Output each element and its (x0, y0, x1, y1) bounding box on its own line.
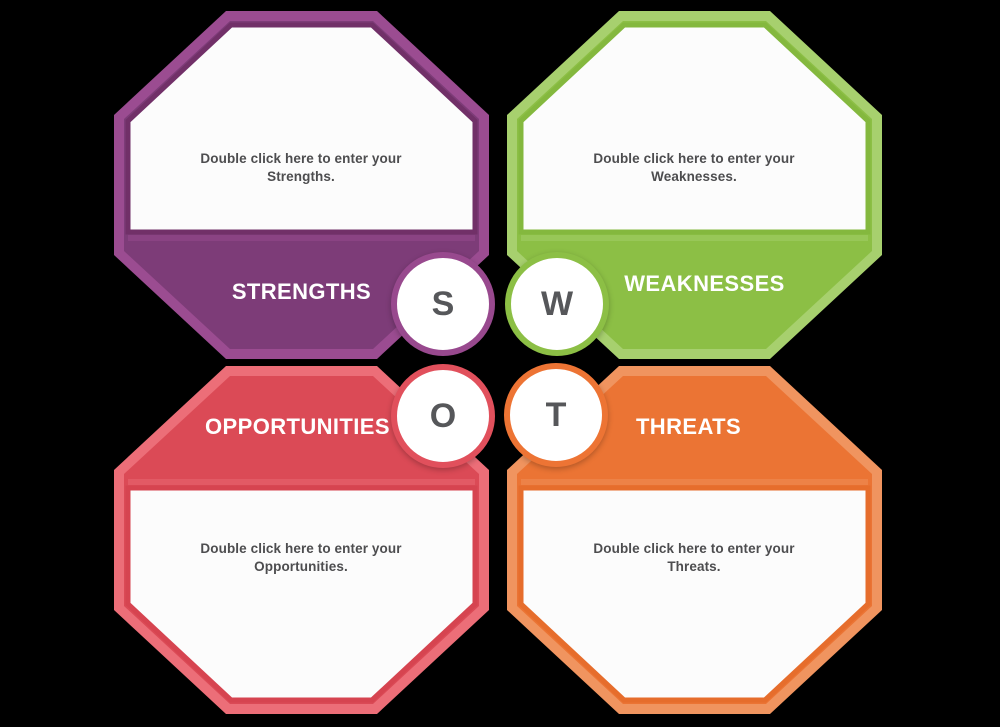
weaknesses-placeholder-text[interactable]: Double click here to enter your Weakness… (593, 151, 795, 184)
opportunities-octagon (114, 366, 489, 714)
threats-octagon (507, 366, 882, 714)
strengths-quadrant[interactable]: Double click here to enter your Strength… (114, 11, 489, 359)
threats-letter-badge: T (504, 363, 608, 467)
opportunities-quadrant[interactable]: Double click here to enter your Opportun… (114, 366, 489, 714)
threats-text-panel[interactable] (518, 485, 871, 703)
weaknesses-quadrant[interactable]: Double click here to enter your Weakness… (507, 11, 882, 359)
opportunities-text-panel[interactable] (125, 485, 478, 703)
opportunities-label: OPPORTUNITIES (205, 414, 390, 439)
opportunities-letter: O (429, 396, 457, 435)
strengths-placeholder-text[interactable]: Double click here to enter your Strength… (200, 151, 402, 184)
weaknesses-label: WEAKNESSES (624, 271, 785, 296)
weaknesses-letter-badge: W (505, 252, 609, 356)
opportunities-band-bevel (128, 479, 475, 485)
threats-letter: T (545, 395, 567, 434)
opportunities-placeholder-text[interactable]: Double click here to enter your Opportun… (200, 541, 402, 574)
weaknesses-octagon (507, 11, 882, 359)
threats-placeholder-text[interactable]: Double click here to enter your Threats. (593, 541, 795, 574)
strengths-letter: S (431, 284, 455, 323)
strengths-band-bevel (128, 235, 475, 241)
weaknesses-band-bevel (521, 235, 868, 241)
strengths-text-panel[interactable] (125, 22, 478, 235)
threats-band-bevel (521, 479, 868, 485)
opportunities-letter-badge: O (391, 364, 495, 468)
threats-label: THREATS (635, 414, 742, 439)
strengths-letter-badge: S (391, 252, 495, 356)
threats-quadrant[interactable]: Double click here to enter your Threats.… (507, 366, 882, 714)
strengths-label: STRENGTHS (231, 279, 372, 304)
weaknesses-letter: W (540, 284, 574, 323)
weaknesses-text-panel[interactable] (518, 22, 871, 235)
strengths-octagon (114, 11, 489, 359)
